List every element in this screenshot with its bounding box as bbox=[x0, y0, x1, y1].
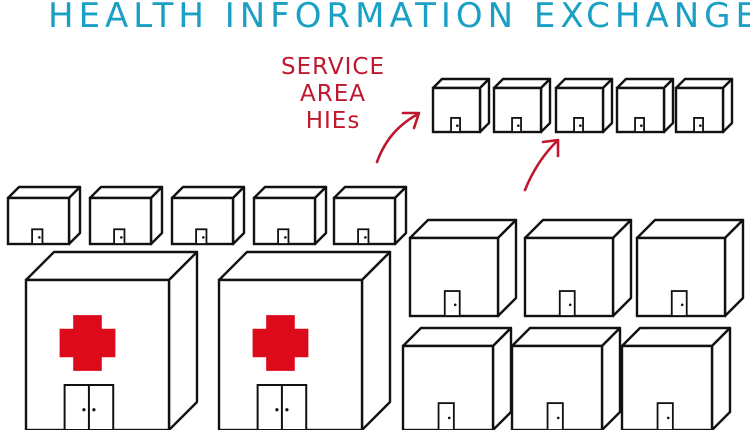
clinic-building-top-3 bbox=[635, 218, 745, 318]
service-area-building-3 bbox=[554, 77, 614, 134]
door-icon bbox=[31, 228, 44, 245]
service-area-building-5 bbox=[674, 77, 734, 134]
community-building-4 bbox=[252, 185, 328, 246]
door-icon bbox=[693, 117, 704, 133]
door-icon bbox=[195, 228, 208, 245]
clinic-building-top-1 bbox=[408, 218, 518, 318]
community-building-3 bbox=[170, 185, 246, 246]
door-icon bbox=[573, 117, 584, 133]
door-icon bbox=[656, 402, 674, 430]
door-icon bbox=[443, 290, 461, 317]
door-icon bbox=[277, 228, 290, 245]
door-icon bbox=[670, 290, 688, 317]
door-icon bbox=[546, 402, 564, 430]
clinic-building-bottom-1 bbox=[401, 326, 513, 430]
service-area-building-1 bbox=[431, 77, 491, 134]
clinic-building-top-2 bbox=[523, 218, 633, 318]
red-cross-icon bbox=[59, 315, 116, 371]
door-icon bbox=[357, 228, 370, 245]
service-area-hies-label: SERVICE AREA HIEs bbox=[268, 54, 398, 135]
door-icon bbox=[437, 402, 455, 430]
annotation-line-2: AREA bbox=[300, 81, 366, 107]
curved-arrow-icon-2 bbox=[523, 138, 560, 192]
page-title: HEALTH INFORMATION EXCHANGE bbox=[48, 0, 750, 36]
door-icon bbox=[558, 290, 576, 317]
hospital-building-2 bbox=[217, 250, 392, 430]
door-icon bbox=[450, 117, 461, 133]
door-icon bbox=[634, 117, 645, 133]
community-building-5 bbox=[332, 185, 408, 246]
red-cross-icon bbox=[252, 315, 309, 371]
annotation-line-1: SERVICE bbox=[281, 54, 385, 80]
clinic-building-bottom-2 bbox=[510, 326, 622, 430]
service-area-building-4 bbox=[615, 77, 675, 134]
door-icon bbox=[511, 117, 522, 133]
double-door-icon bbox=[256, 384, 308, 430]
community-building-1 bbox=[6, 185, 82, 246]
door-icon bbox=[113, 228, 126, 245]
annotation-line-3: HIEs bbox=[305, 108, 361, 134]
service-area-building-2 bbox=[492, 77, 552, 134]
clinic-building-bottom-3 bbox=[620, 326, 732, 430]
double-door-icon bbox=[63, 384, 115, 430]
curved-arrow-icon-1 bbox=[375, 111, 421, 164]
hospital-building-1 bbox=[24, 250, 199, 430]
community-building-2 bbox=[88, 185, 164, 246]
